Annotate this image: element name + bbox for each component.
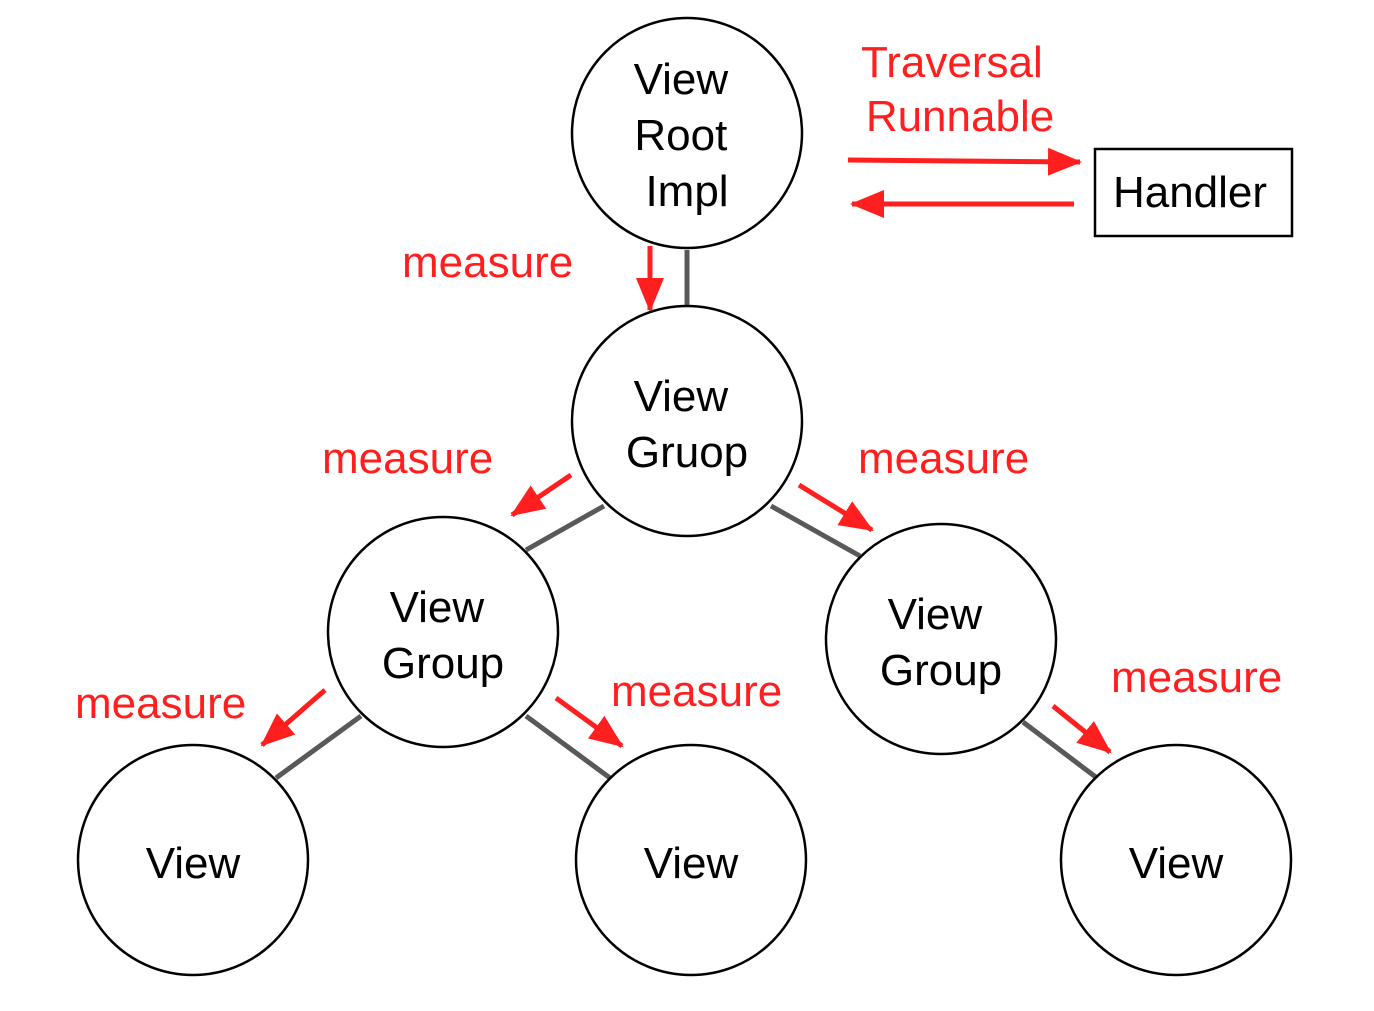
node-viewgroup-left: View Group bbox=[326, 515, 560, 749]
node-viewgroup-right: View Group bbox=[824, 522, 1058, 756]
node-line: View bbox=[390, 583, 485, 632]
measure-arrow-viewgroup-to-left-group bbox=[510, 472, 573, 518]
node-line: Group bbox=[880, 646, 1002, 695]
node-viewrootimpl: View Root Impl bbox=[570, 16, 804, 250]
node-view-1: View bbox=[76, 743, 310, 977]
node-line: View bbox=[634, 372, 729, 421]
measure-label-top-right: measure bbox=[858, 434, 1029, 483]
edge-viewgroup-to-left-group bbox=[524, 503, 606, 553]
measure-label-top-left: measure bbox=[322, 434, 493, 483]
edge-left-group-to-view-1 bbox=[274, 713, 363, 781]
node-viewgroup-left-circle bbox=[326, 515, 560, 749]
traversal-line: Runnable bbox=[866, 92, 1054, 141]
node-viewgroup-top-circle bbox=[570, 304, 804, 538]
measure-arrow-left-group-to-view-2 bbox=[554, 695, 624, 749]
node-line: Gruop bbox=[626, 428, 748, 477]
measure-arrow-viewgroup-to-right-group bbox=[797, 482, 874, 533]
node-line: View bbox=[888, 590, 983, 639]
red-labels: Traversal Runnable measure measure measu… bbox=[75, 38, 1282, 728]
edge-viewgroup-to-right-group bbox=[769, 503, 862, 559]
node-viewgroup-top: View Gruop bbox=[570, 304, 804, 538]
node-view-3-circle bbox=[1059, 743, 1293, 977]
handler-box bbox=[1093, 147, 1294, 238]
node-viewgroup-right-label: View Group bbox=[880, 590, 1002, 695]
node-line: Impl bbox=[645, 167, 728, 216]
measure-arrows bbox=[260, 147, 1112, 754]
node-viewrootimpl-circle bbox=[570, 16, 804, 250]
edge-left-group-to-view-2 bbox=[524, 713, 612, 781]
node-view-3: View bbox=[1059, 743, 1293, 977]
node-view-1-circle bbox=[76, 743, 310, 977]
handler: Handler bbox=[1093, 147, 1294, 238]
handler-label: Handler bbox=[1113, 168, 1267, 217]
measure-arrow-left-group-to-view-1 bbox=[260, 688, 327, 747]
traversal-line: Traversal bbox=[861, 38, 1043, 87]
edge-right-group-to-view-3 bbox=[1021, 720, 1099, 780]
node-view-2-circle bbox=[574, 743, 808, 977]
node-viewgroup-right-circle bbox=[824, 522, 1058, 756]
arrow-post-traversal-to-handler bbox=[847, 147, 1082, 176]
node-line: View bbox=[634, 55, 729, 104]
traversal-runnable-label: Traversal Runnable bbox=[861, 38, 1055, 141]
node-viewgroup-top-label: View Gruop bbox=[626, 372, 748, 477]
node-view-1-label: View bbox=[146, 839, 241, 888]
measure-arrow-right-group-to-view-3 bbox=[1051, 704, 1112, 754]
node-view-2-label: View bbox=[644, 839, 739, 888]
node-line: Group bbox=[382, 639, 504, 688]
measure-label-root: measure bbox=[402, 238, 573, 287]
measure-label-right-view3: measure bbox=[1111, 653, 1282, 702]
node-viewgroup-left-label: View Group bbox=[382, 583, 504, 688]
tree-edges bbox=[274, 250, 1099, 781]
node-view-2: View bbox=[574, 743, 808, 977]
measure-label-left-view1: measure bbox=[75, 679, 246, 728]
node-view-3-label: View bbox=[1129, 839, 1224, 888]
node-viewrootimpl-label: View Root Impl bbox=[634, 55, 741, 216]
node-line: Root bbox=[634, 111, 727, 160]
measure-label-left-view2: measure bbox=[611, 667, 782, 716]
